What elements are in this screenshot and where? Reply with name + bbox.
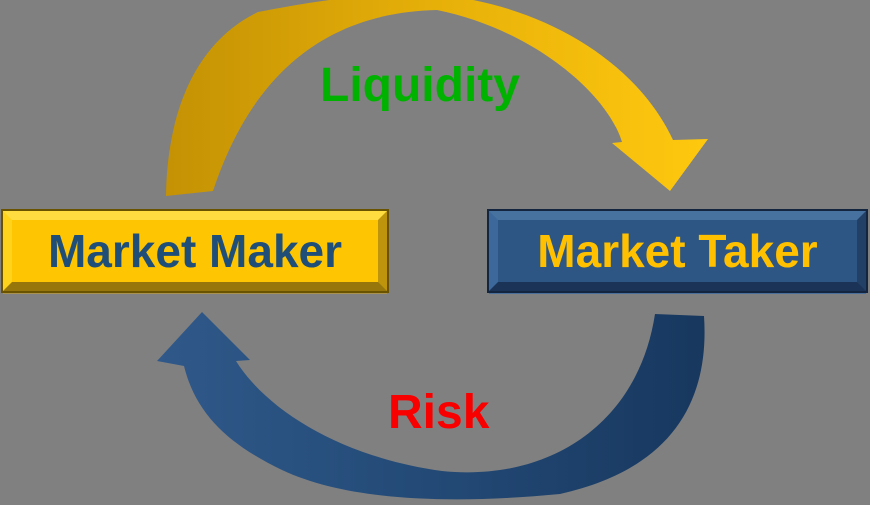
liquidity-label: Liquidity (320, 59, 520, 112)
market-taker-label: Market Taker (537, 225, 818, 277)
market-taker-box: Market Taker (487, 209, 868, 293)
risk-arrow (157, 312, 705, 500)
market-maker-box: Market Maker (1, 209, 389, 293)
risk-label: Risk (388, 386, 490, 439)
liquidity-arrow (166, 0, 708, 196)
market-maker-label: Market Maker (47, 225, 343, 277)
